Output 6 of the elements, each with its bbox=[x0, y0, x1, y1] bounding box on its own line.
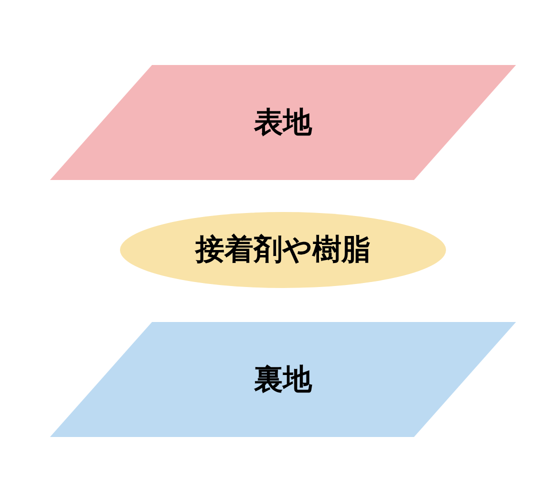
layer-label: 裏地 bbox=[254, 360, 312, 398]
parallelogram-layer bbox=[50, 65, 516, 180]
ellipse-layer bbox=[120, 212, 446, 288]
layer-label: 接着剤や樹脂 bbox=[196, 231, 370, 268]
layer-label: 表地 bbox=[254, 104, 312, 140]
parallelogram-layer bbox=[50, 322, 516, 437]
